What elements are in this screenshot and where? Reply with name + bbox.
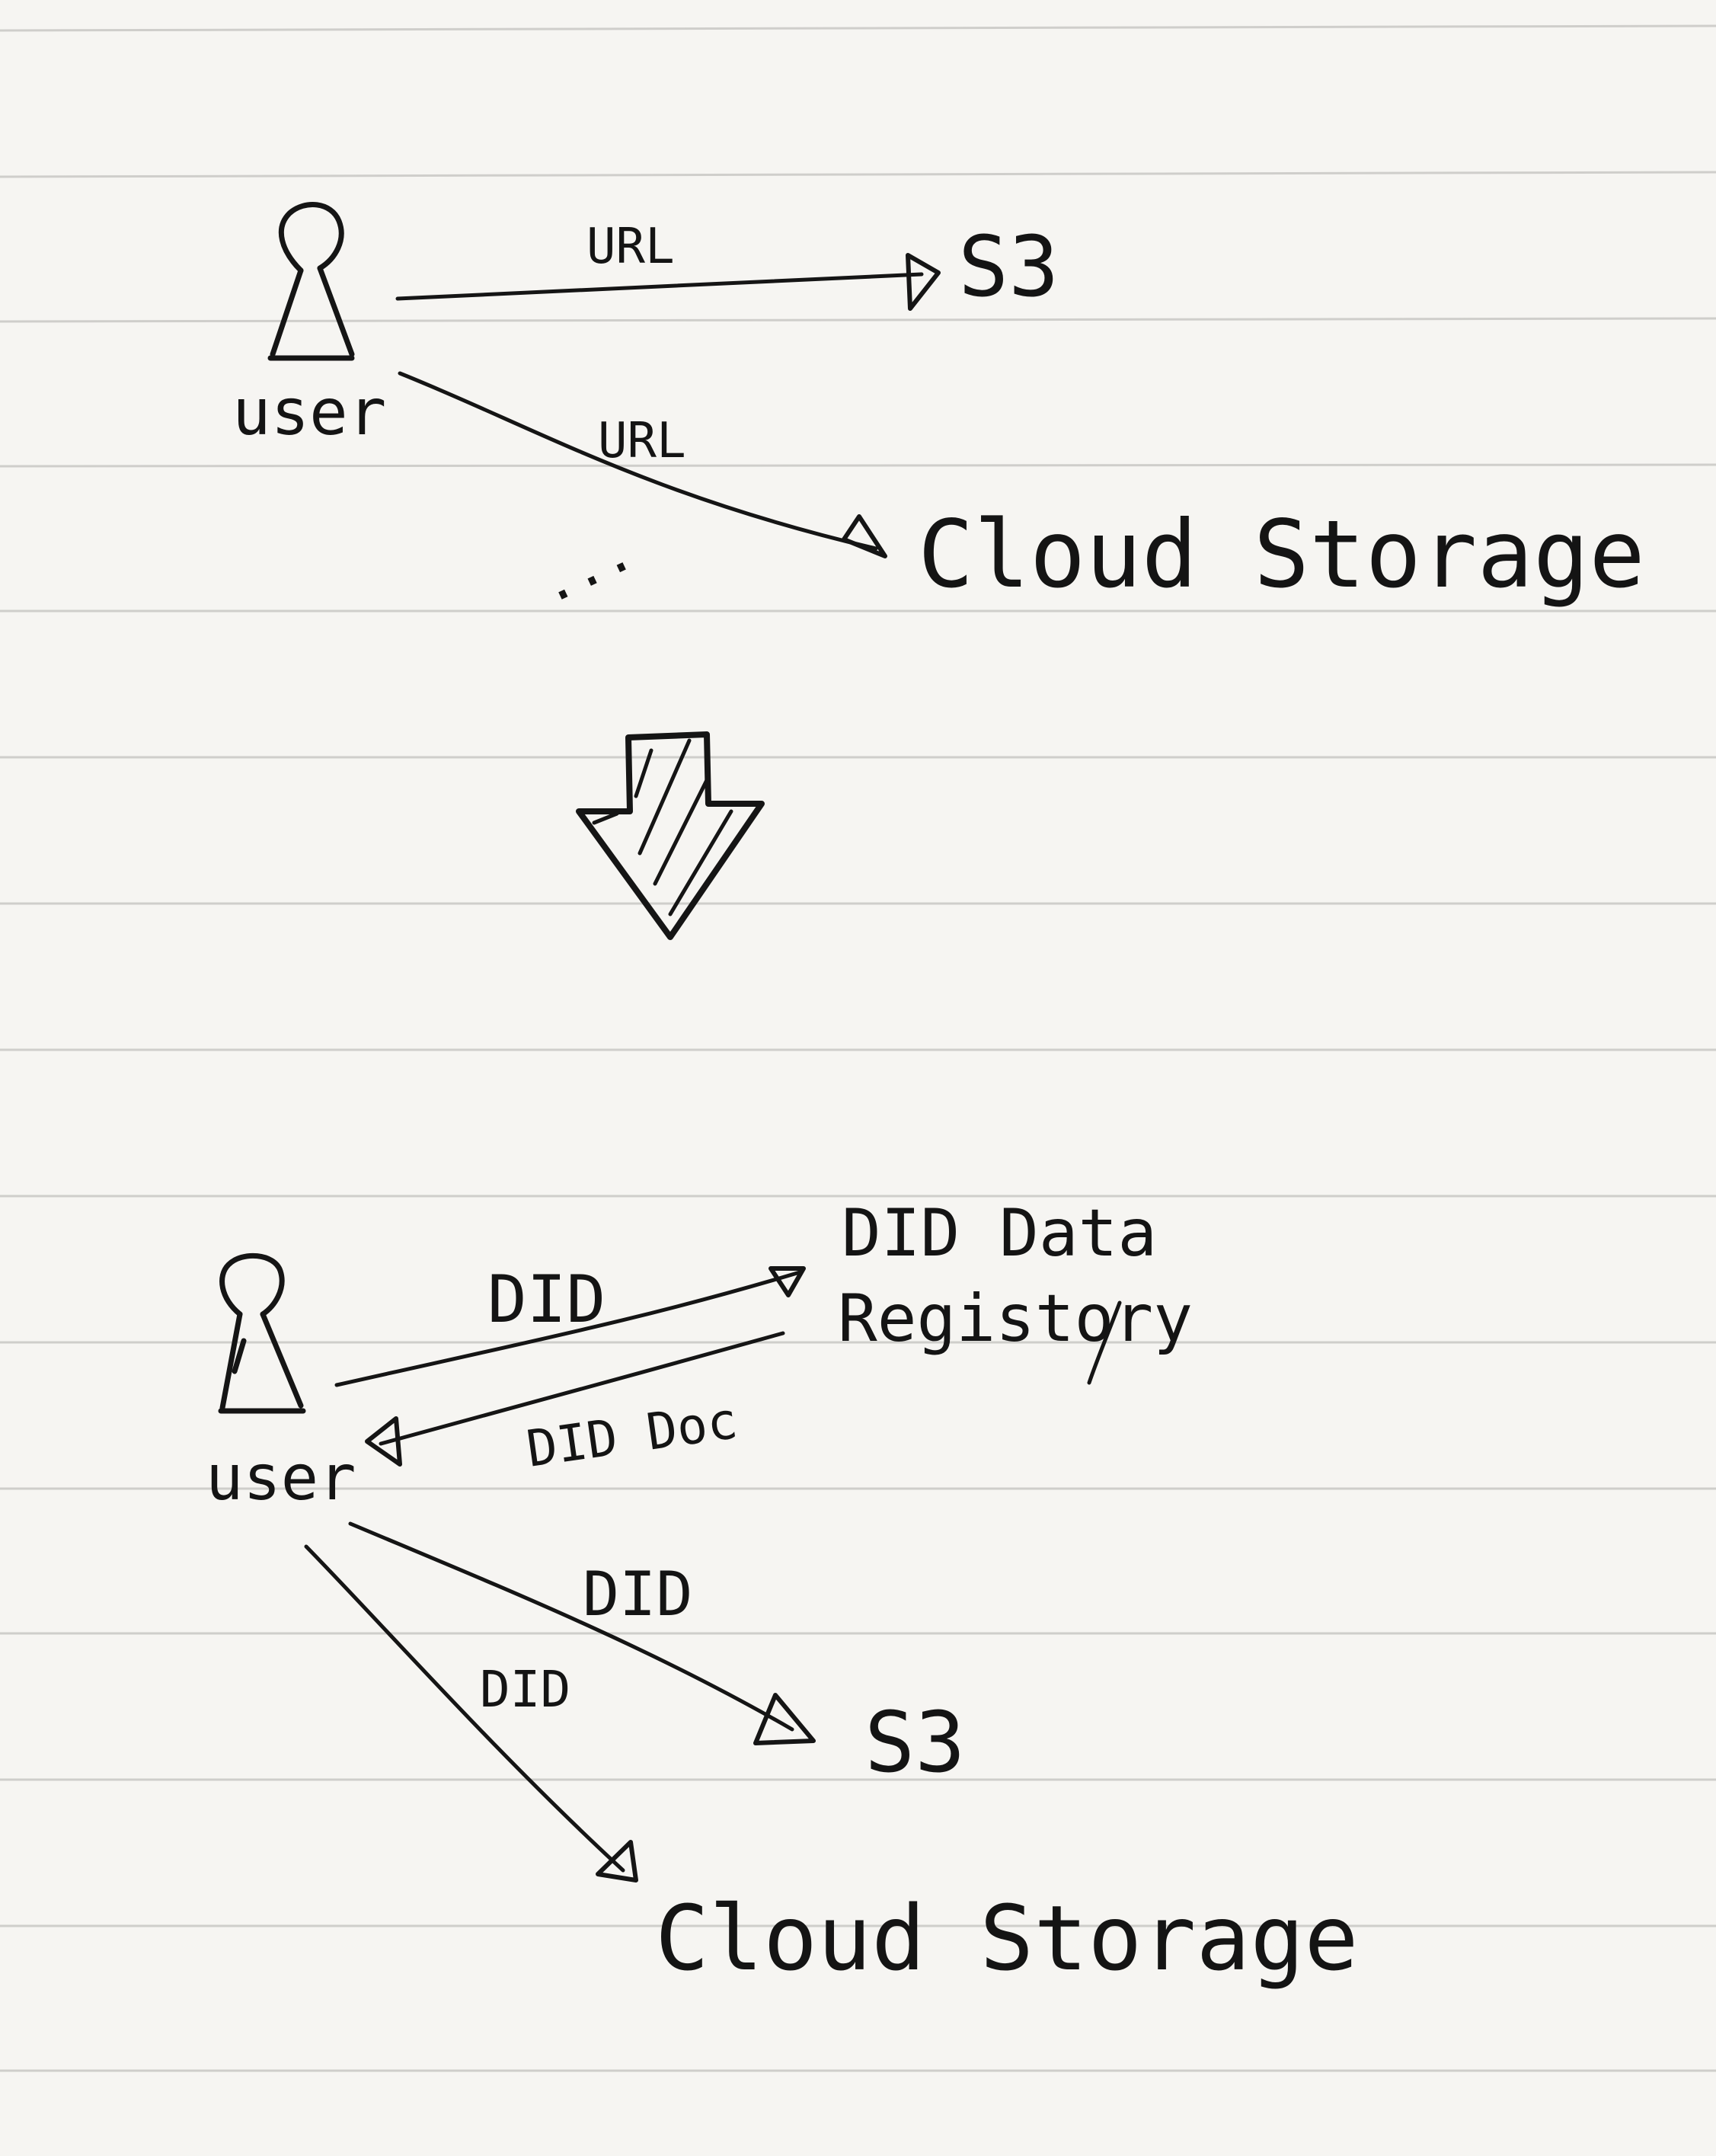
- edge-url-s3-line: [395, 272, 924, 301]
- user-icon-top: [267, 202, 355, 361]
- edge-did-s3-line: [348, 1521, 794, 1732]
- edge-diddoc-user-arrowhead: [365, 1416, 402, 1467]
- s3-label-bottom: S3: [864, 1694, 965, 1791]
- user-icon-bottom: [218, 1252, 306, 1414]
- edge-did-cloud-line: [304, 1544, 625, 1873]
- registry-underline-stroke: [1087, 1300, 1122, 1385]
- transition-arrow-icon: [576, 731, 765, 940]
- edge-did-cloud-label: DID: [480, 1660, 570, 1719]
- edge-did-s3-arrowhead: [753, 1693, 816, 1745]
- ellipsis-mark: ...: [529, 520, 643, 617]
- cloud-storage-label-top: Cloud Storage: [918, 501, 1645, 609]
- edge-url-cloud-label: URL: [598, 413, 686, 469]
- cloud-storage-label-bottom: Cloud Storage: [655, 1886, 1359, 1991]
- edge-did-s3-label: DID: [583, 1559, 693, 1630]
- registry-label-line2: Registory: [838, 1281, 1193, 1357]
- edge-diddoc-user-line: [379, 1331, 785, 1446]
- s3-label-top: S3: [958, 218, 1059, 315]
- edge-did-registry-label: DID: [487, 1262, 606, 1338]
- edge-did-registry-arrowhead: [769, 1266, 806, 1297]
- user-label-top: user: [232, 375, 386, 449]
- edge-url-cloud-arrowhead: [842, 514, 887, 558]
- edge-did-cloud-arrowhead: [596, 1840, 638, 1883]
- edge-diddoc-user-label: DID Doc: [523, 1391, 741, 1479]
- registry-label-line1: DID Data: [842, 1195, 1157, 1272]
- edge-url-s3-label: URL: [586, 219, 675, 275]
- edge-did-registry-line: [334, 1270, 802, 1387]
- ruled-lines: [0, 24, 1716, 2072]
- user-label-bottom: user: [206, 1442, 356, 1515]
- edge-url-s3-arrowhead: [906, 253, 941, 311]
- edge-url-cloud-line: [398, 371, 878, 551]
